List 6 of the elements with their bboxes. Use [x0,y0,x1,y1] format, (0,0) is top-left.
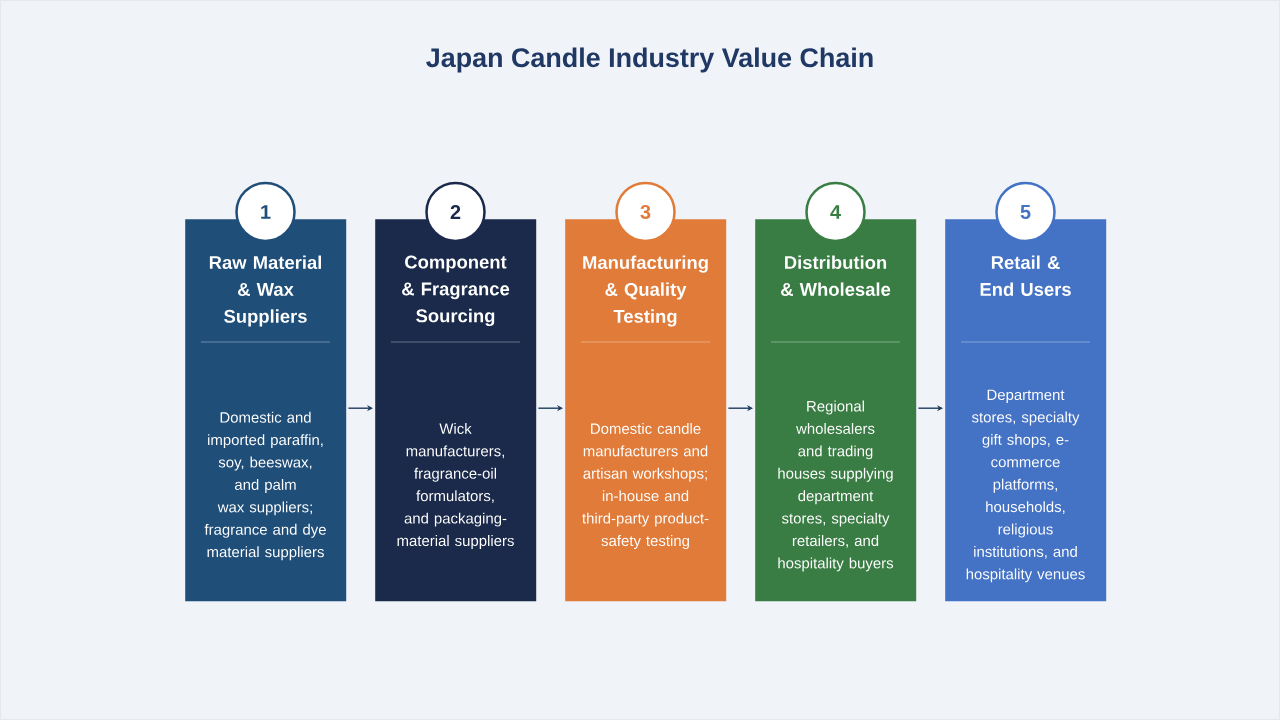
stage-box: Component & Fragrance Sourcing Wick manufacturers, fragrance-oil formulators, and packaging-material suppliers [375,219,537,602]
stage-box: Raw Material & Wax Suppliers Domestic and imported paraffin, soy, beeswax, and palm wax suppliers; fragrance and dye material suppliers [185,219,347,602]
stage-box: Retail & End Users Department stores, specialty gift shops, e-commerce platforms, households, religious institutions, and hospitality venues [945,219,1107,602]
title: Japan Candle Industry Value Chain [426,47,873,73]
stage-box: Distribution & Wholesale Regional wholesalers and trading houses supplying department stores, specialty retailers, and hospitality buyers [755,219,917,602]
stage-box: Manufacturing & Quality Testing Domestic candle manufacturers and artisan workshops; in-house and third-party product-safety testing [565,219,727,602]
